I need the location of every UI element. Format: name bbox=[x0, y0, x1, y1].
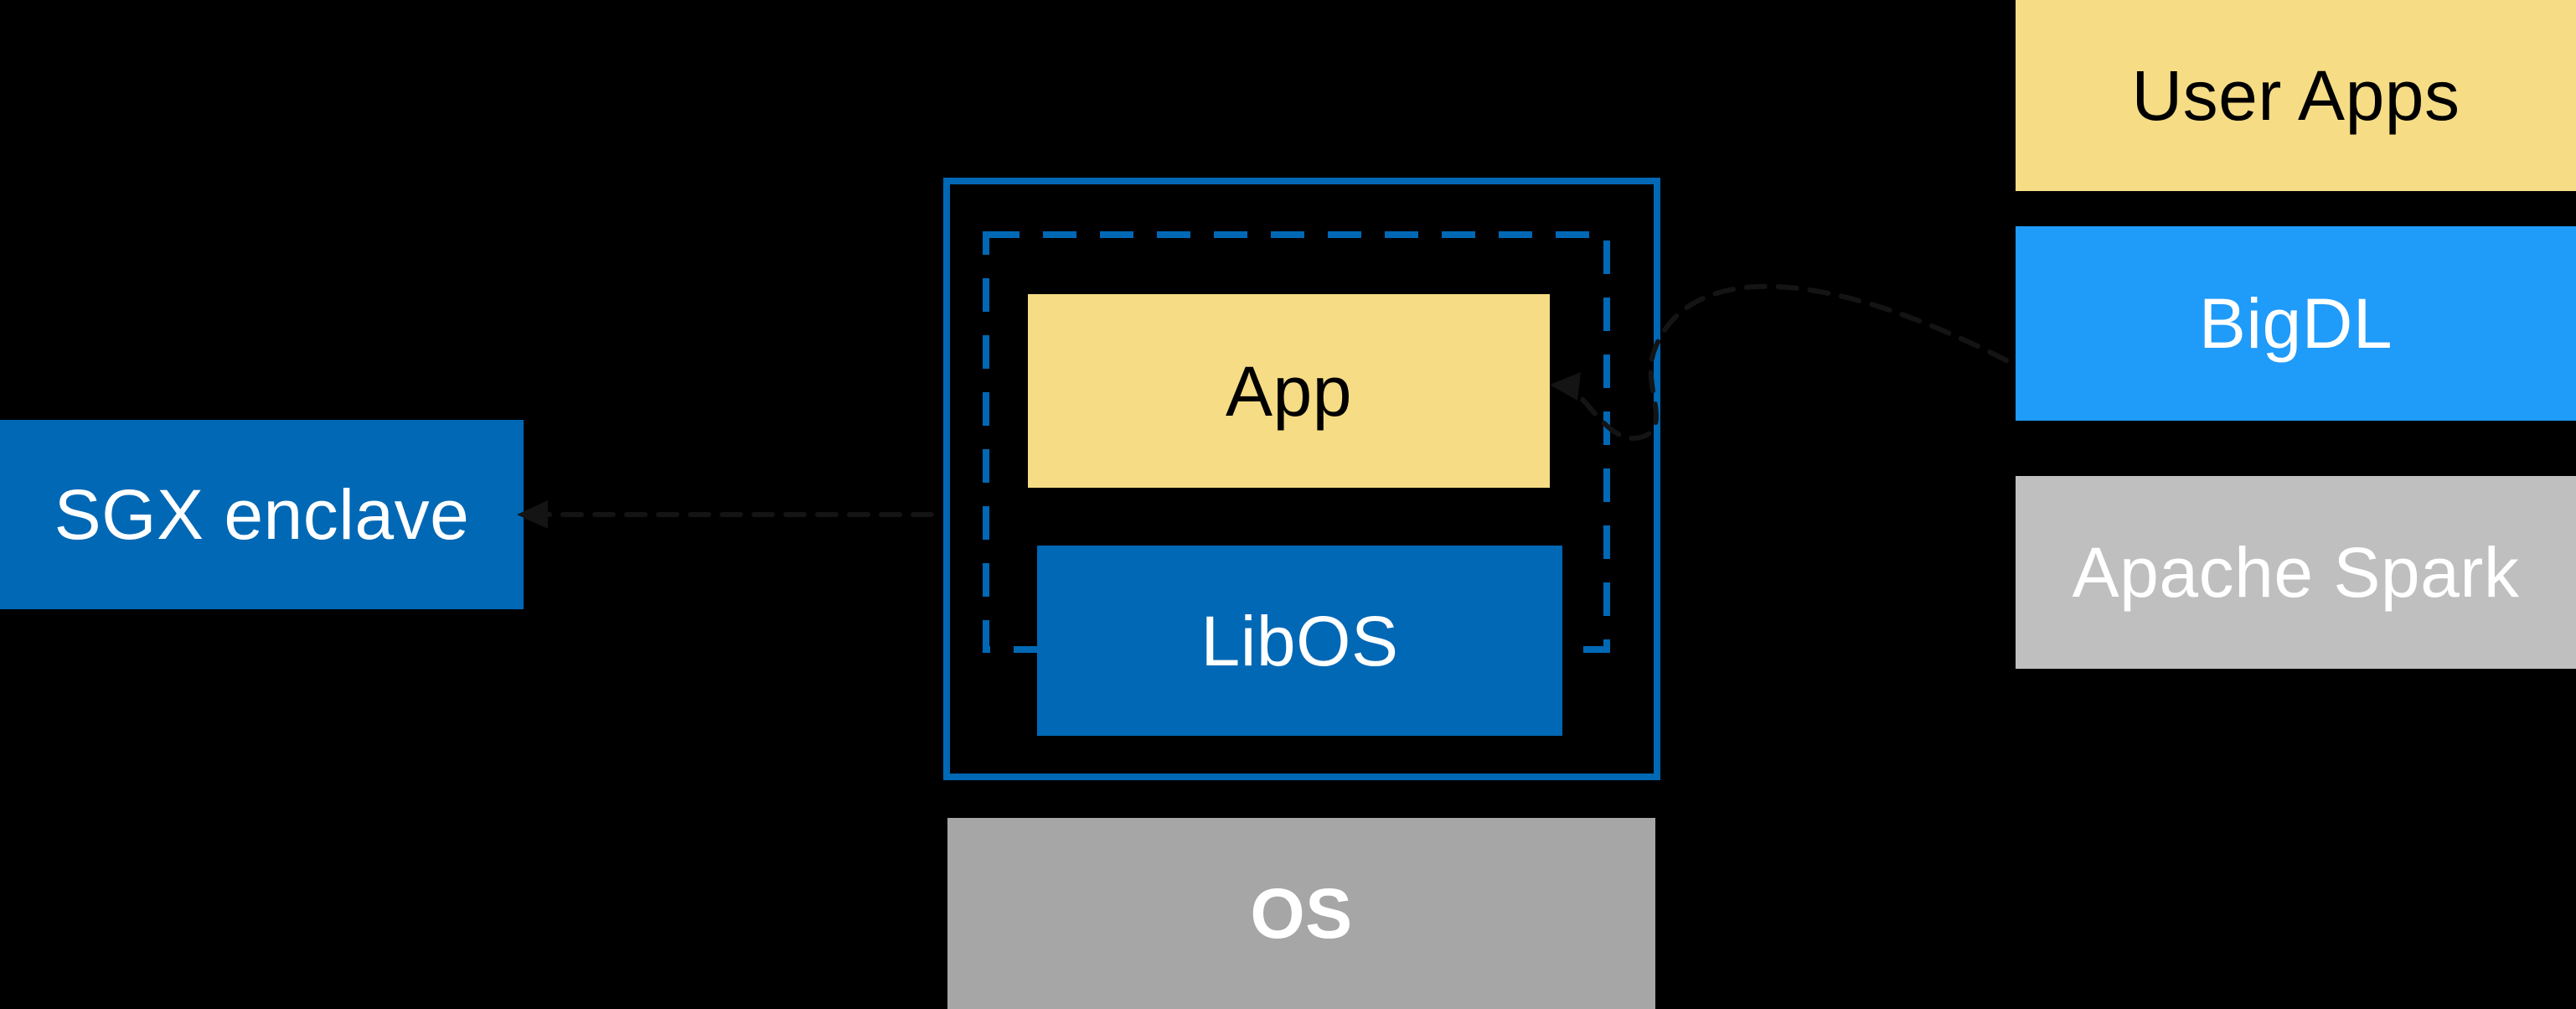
app-label: App bbox=[1226, 351, 1352, 431]
sgx-enclave-box: SGX enclave bbox=[0, 420, 524, 609]
os-box: OS bbox=[947, 818, 1655, 1009]
libos-box: LibOS bbox=[1037, 546, 1562, 736]
bigdl-box: BigDL bbox=[2016, 226, 2576, 421]
app-box: App bbox=[1028, 294, 1550, 488]
libos-label: LibOS bbox=[1200, 601, 1399, 680]
os-label: OS bbox=[1250, 874, 1353, 953]
stack-arrow-head-icon bbox=[1550, 372, 1581, 401]
enclave-arrow bbox=[517, 500, 934, 529]
apache-spark-label: Apache Spark bbox=[2072, 533, 2520, 612]
stack-arrow bbox=[1550, 283, 2009, 441]
user-apps-label: User Apps bbox=[2131, 56, 2460, 135]
stack-arrow-line bbox=[1571, 283, 2009, 441]
bigdl-label: BigDL bbox=[2198, 284, 2393, 363]
user-apps-box: User Apps bbox=[2016, 0, 2576, 191]
sgx-enclave-label: SGX enclave bbox=[54, 475, 470, 554]
spark-box: Apache Spark bbox=[2016, 476, 2576, 669]
